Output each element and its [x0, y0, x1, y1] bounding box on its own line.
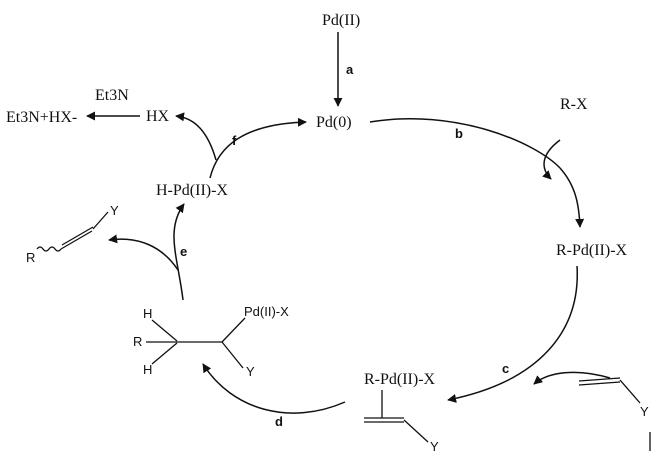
product-wavy-bond	[36, 246, 62, 252]
rx-feed-arrow	[542, 139, 561, 180]
alkene-feed-arrow	[533, 371, 611, 385]
product-y: Y	[110, 203, 119, 218]
alkene-reagent: Y	[578, 377, 651, 451]
arrow-f	[209, 117, 307, 179]
r-pd-x-label: R-Pd(II)-X	[556, 242, 628, 259]
arrow-c	[447, 265, 578, 403]
arrow-b-end	[559, 167, 585, 228]
product-r: R	[26, 250, 35, 265]
arrow-e-product	[108, 234, 179, 271]
alkyl-pd-x: Pd(II)-X	[244, 304, 289, 319]
alkyl-h-bottom: H	[143, 362, 152, 377]
pi-complex-y: Y	[430, 439, 439, 451]
arrow-to-hx	[175, 112, 217, 161]
arrow-d	[202, 363, 346, 414]
rx-label: R-X	[560, 96, 588, 113]
arc-e-up	[173, 203, 185, 301]
alkyl-pd-intermediate: H R H Pd(II)-X Y	[133, 304, 289, 379]
alkyl-r: R	[133, 334, 142, 349]
step-d-label: d	[275, 414, 283, 429]
step-e-label: e	[180, 244, 187, 259]
pd0-label: Pd(0)	[316, 114, 352, 131]
pd2-label: Pd(II)	[322, 12, 360, 29]
alkyl-h-top: H	[143, 306, 152, 321]
pi-complex-alkene: Y	[364, 390, 439, 451]
step-c-label: c	[502, 361, 509, 376]
et3n-label: Et3N	[95, 87, 129, 104]
hx-label: HX	[146, 108, 170, 125]
step-f-label: f	[232, 133, 237, 148]
step-a-label: a	[346, 62, 354, 77]
product-alkene: Y R	[26, 203, 119, 265]
salt-label: Et3N+HX-	[6, 109, 77, 126]
arc-b	[369, 118, 561, 169]
step-b-label: b	[455, 126, 463, 141]
alkene-y: Y	[640, 404, 649, 419]
pi-complex-label: R-Pd(II)-X	[364, 371, 436, 388]
alkyl-y: Y	[246, 364, 255, 379]
h-pd-x-label: H-Pd(II)-X	[156, 182, 228, 199]
